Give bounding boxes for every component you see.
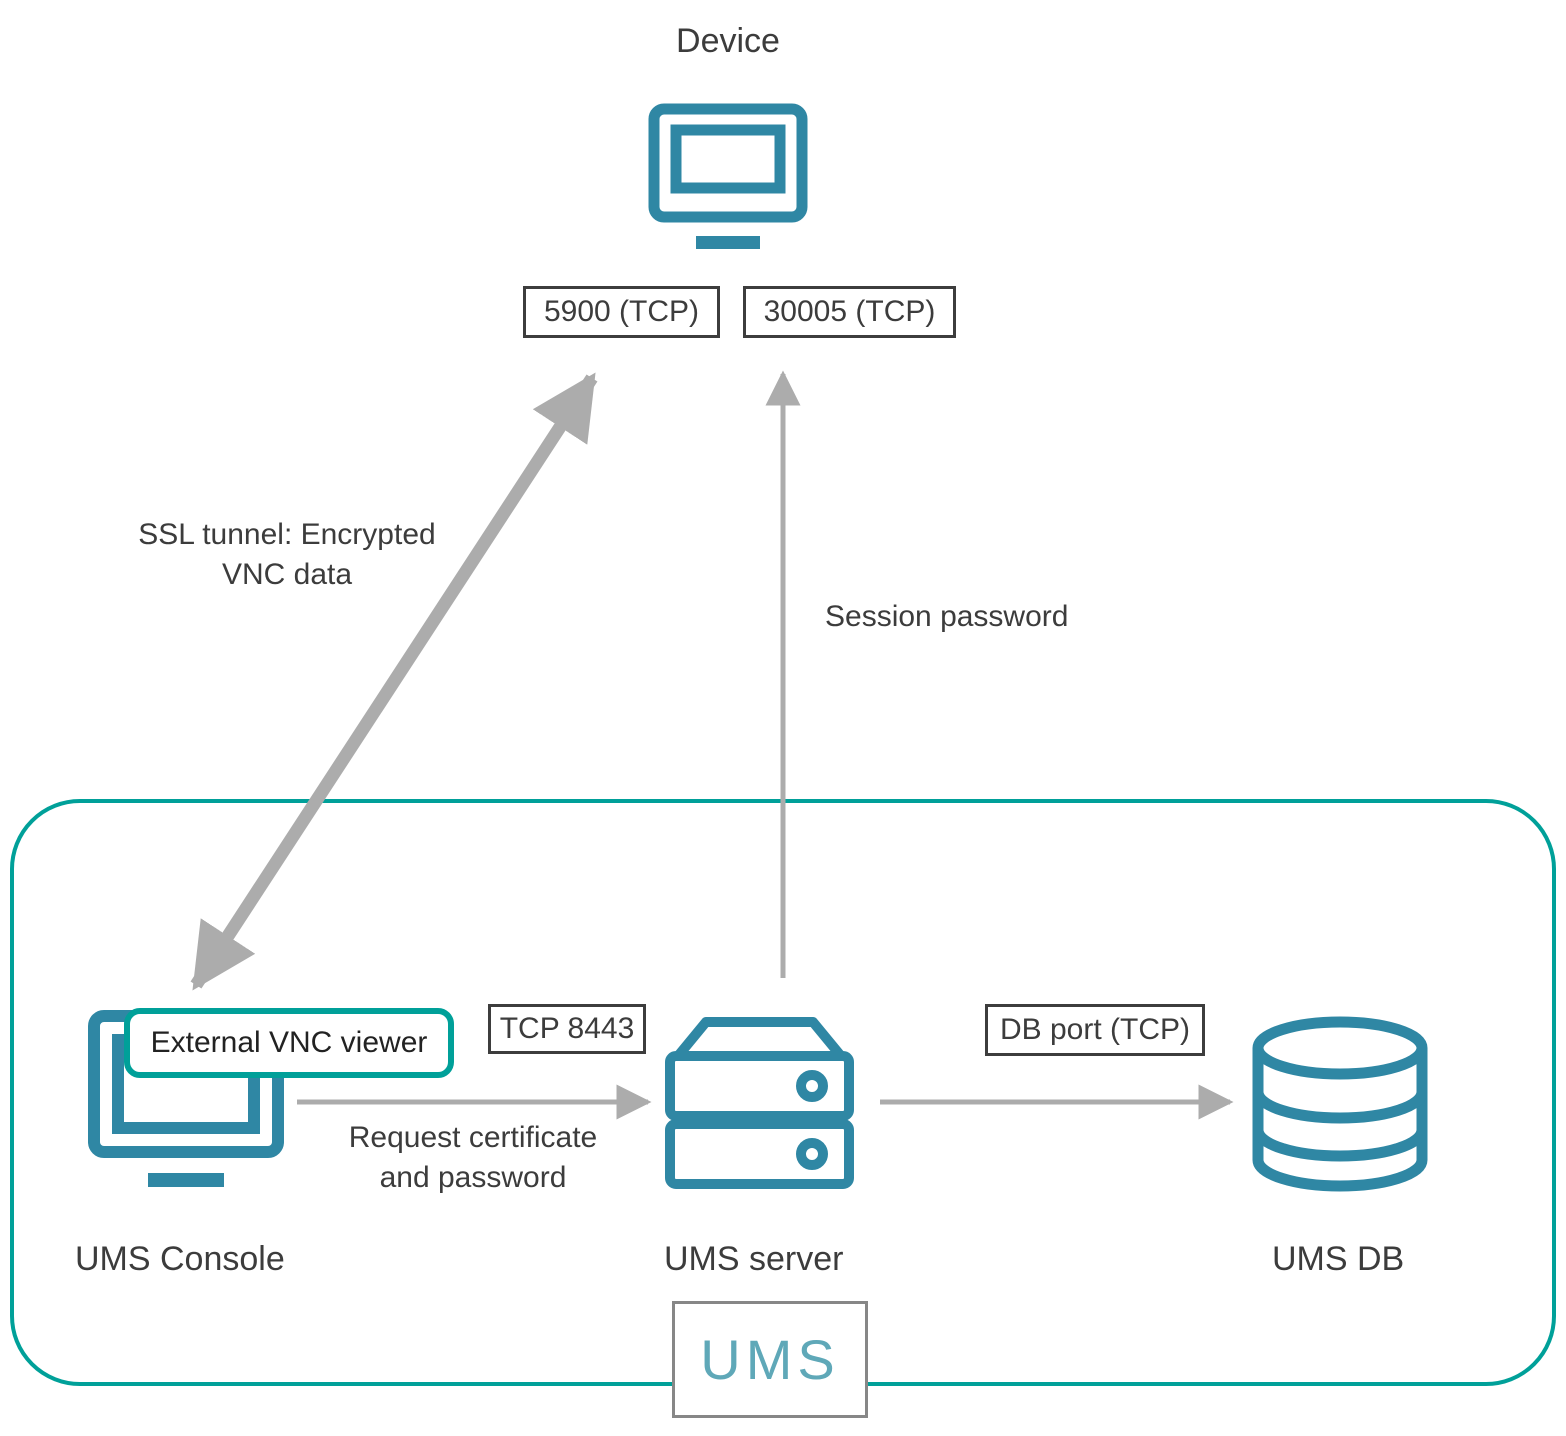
session-password-label: Session password bbox=[825, 600, 1069, 633]
ums-logo-box: UMS bbox=[672, 1301, 868, 1418]
ums-logo-text: UMS bbox=[700, 1328, 840, 1391]
port-box-30005: 30005 (TCP) bbox=[743, 286, 956, 338]
ums-server-label: UMS server bbox=[664, 1240, 844, 1278]
db-port-box: DB port (TCP) bbox=[985, 1004, 1205, 1056]
device-monitor-icon bbox=[648, 103, 808, 251]
request-certificate-label: Request certificate and password bbox=[348, 1121, 598, 1194]
external-vnc-viewer-badge: External VNC viewer bbox=[124, 1008, 454, 1078]
ums-console-label: UMS Console bbox=[75, 1240, 285, 1278]
ums-db-label: UMS DB bbox=[1272, 1240, 1405, 1278]
device-label: Device bbox=[676, 22, 780, 60]
port-box-5900: 5900 (TCP) bbox=[523, 286, 720, 338]
ums-db-icon bbox=[1250, 1014, 1430, 1194]
ssl-tunnel-label: SSL tunnel: Encrypted VNC data bbox=[138, 518, 436, 591]
ums-server-icon bbox=[662, 1008, 857, 1198]
tcp-8443-box: TCP 8443 bbox=[488, 1004, 646, 1054]
